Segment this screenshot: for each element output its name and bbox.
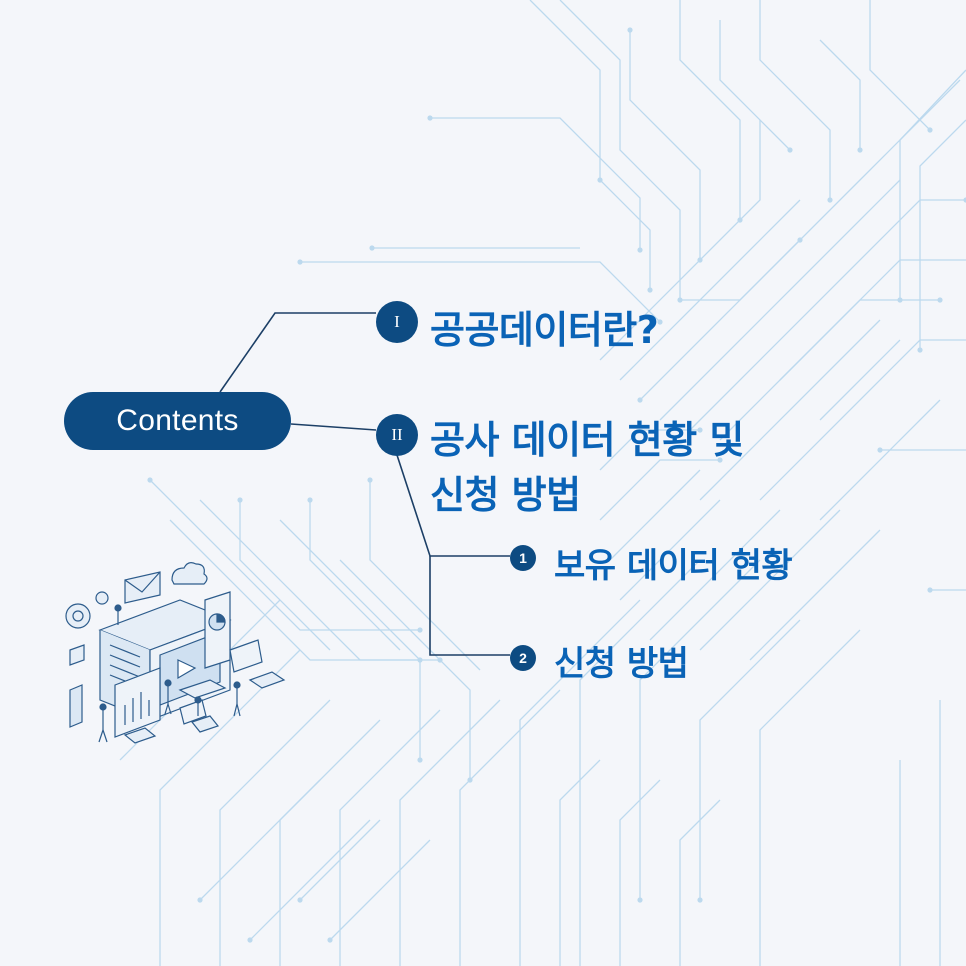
subsection-1-title: 보유 데이터 현황	[554, 546, 793, 586]
connector-contents-to-section-2	[290, 423, 377, 431]
subsection-2-marker-text: 2	[519, 650, 527, 666]
subsection-1-marker: 1	[510, 545, 536, 571]
section-1-marker-text: I	[394, 312, 400, 331]
connector-section-2-to-sub-2	[429, 556, 510, 656]
section-2-title-line-2: 신청 방법	[430, 473, 581, 517]
section-2-marker-text: II	[391, 425, 403, 444]
section-2-marker: II	[376, 414, 418, 456]
subsection-1-marker-text: 1	[519, 550, 527, 566]
contents-label: Contents	[64, 392, 291, 450]
section-1-title: 공공데이터란?	[430, 308, 659, 352]
connector-contents-to-section-1	[219, 312, 376, 393]
section-2-title-line-1: 공사 데이터 현황 및	[430, 418, 744, 462]
subsection-2-marker: 2	[510, 645, 536, 671]
contents-label-text: Contents	[116, 404, 239, 437]
subsection-2-title: 신청 방법	[554, 644, 689, 684]
section-1-marker: I	[376, 301, 418, 343]
